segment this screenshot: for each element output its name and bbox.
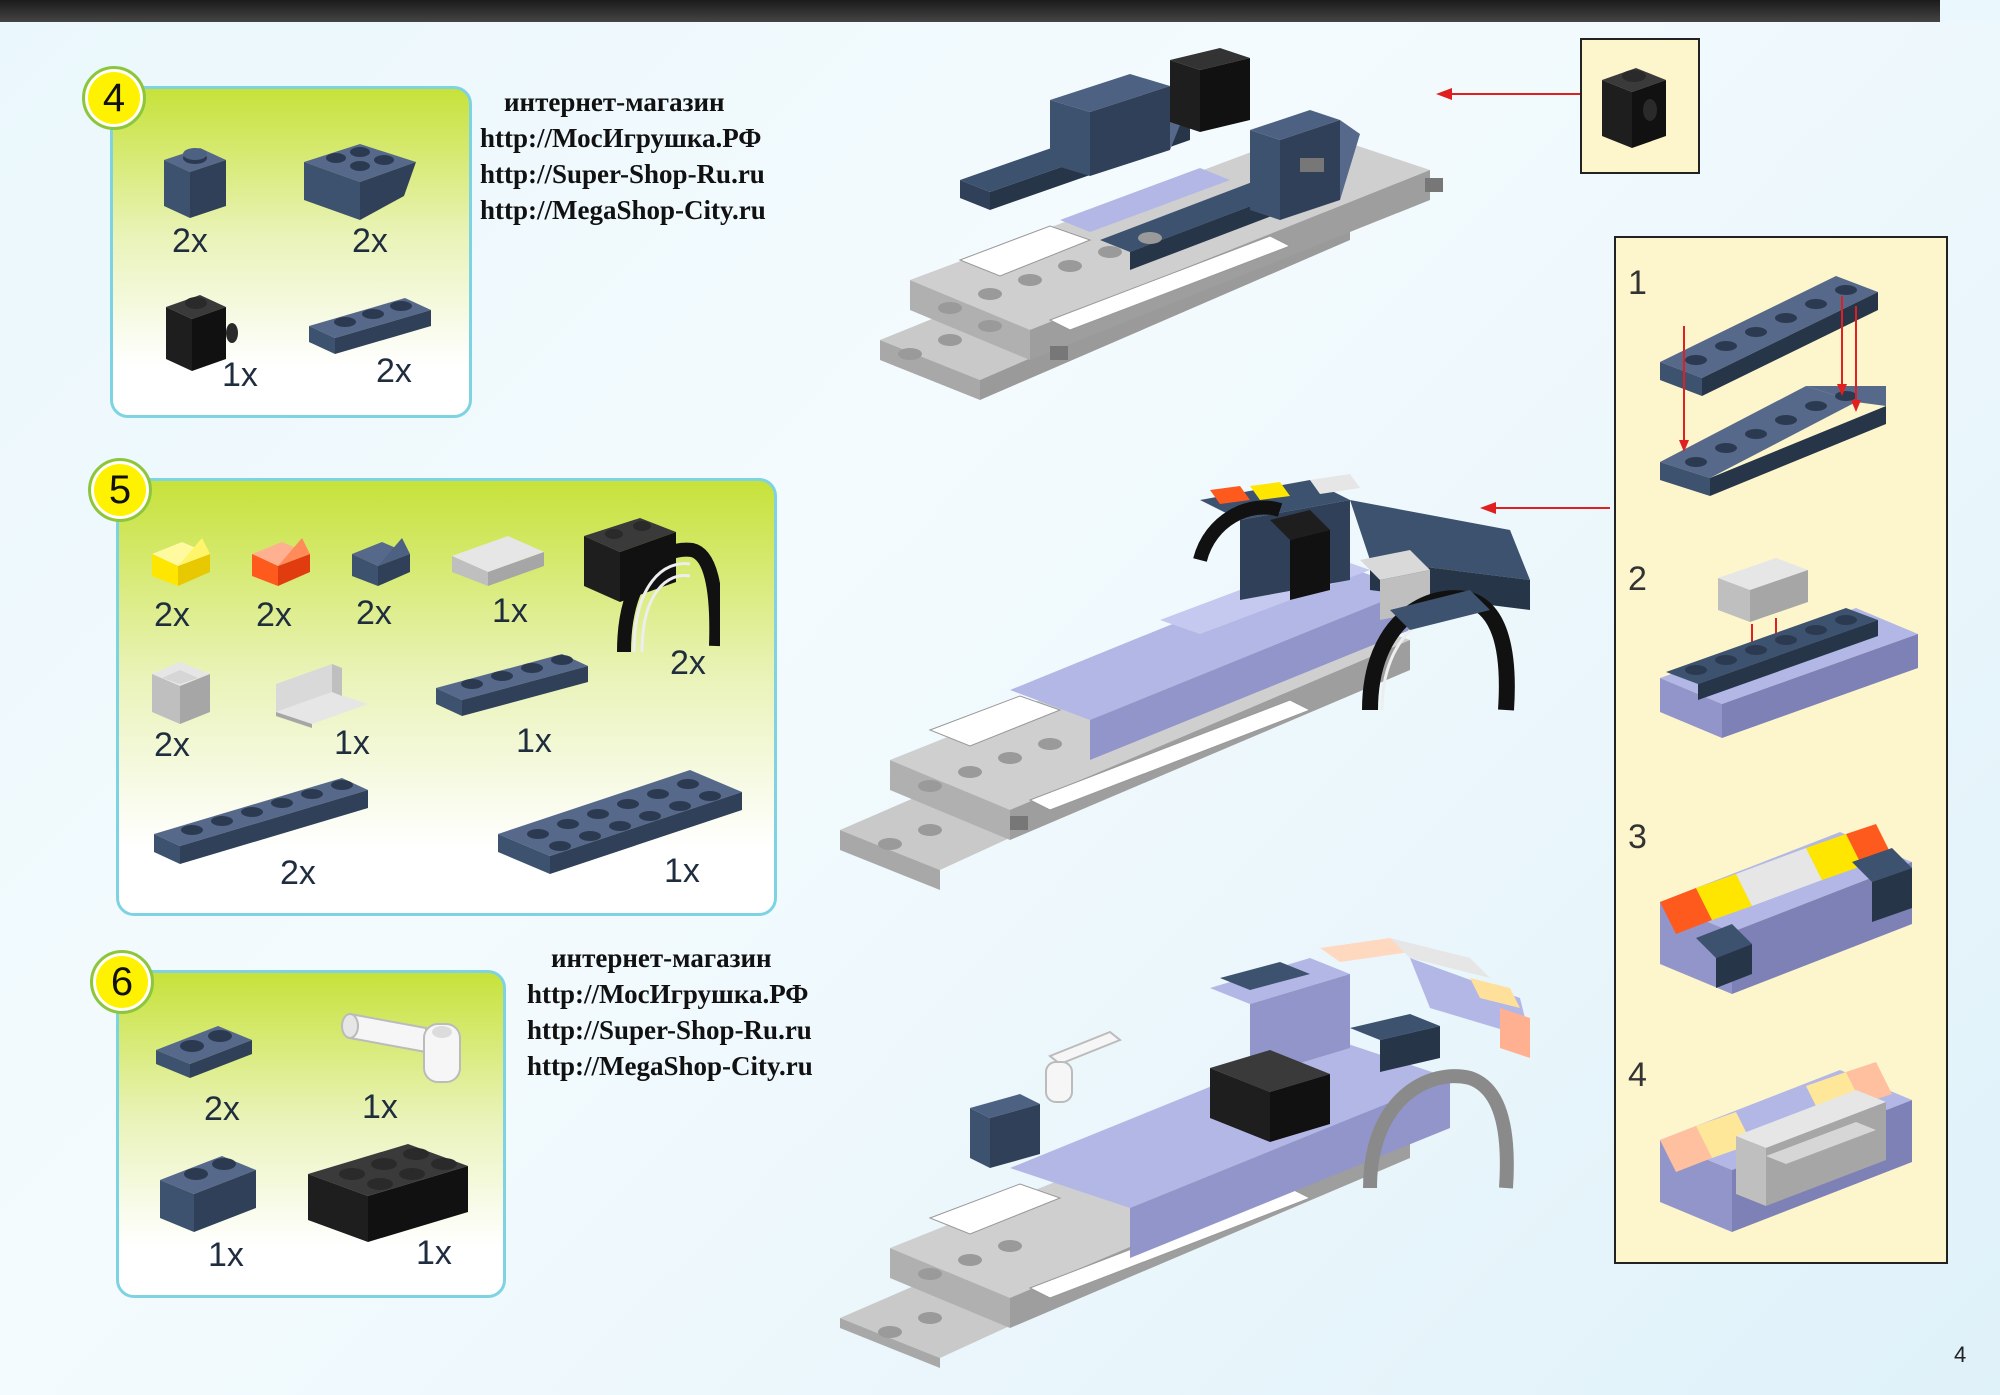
light-gray-slope-1x2-icon [452, 536, 544, 586]
white-lever-icon [341, 1012, 461, 1083]
step-5-part-9-qty: 2x [280, 854, 316, 892]
dark-blue-plate-1x3-icon [309, 298, 431, 354]
sub-step-4-number: 4 [1628, 1056, 1647, 1094]
black-brick-side-stud-icon [1602, 68, 1666, 148]
step-5-badge: 5 [88, 458, 152, 522]
dark-blue-brick-1x2-icon [160, 1156, 256, 1232]
dark-blue-plate-1x6-icon [154, 778, 368, 864]
step-4-part-1-qty: 2x [172, 222, 208, 260]
dark-blue-slope-1x1-icon [352, 538, 410, 586]
sub-step-1-number: 1 [1628, 264, 1647, 302]
black-wheel-arch-icon [584, 518, 720, 653]
step-4-part-2-qty: 2x [352, 222, 388, 260]
arrow-to-rear-assembly [1480, 502, 1610, 514]
shop-line-store: интернет-магазин [551, 943, 772, 973]
light-gray-panel-1x2-icon [276, 664, 368, 728]
step-5-part-10-qty: 1x [664, 852, 700, 890]
dark-blue-plate-1x4-icon [436, 654, 588, 716]
step-5-part-2-qty: 2x [256, 596, 292, 634]
shop-text-block-bottom: интернет-магазин http://МосИгрушка.РФ ht… [527, 940, 813, 1084]
step-4-badge: 4 [82, 66, 146, 130]
step-6-part-2-qty: 1x [362, 1088, 398, 1126]
assembly-step-4-illustration [880, 48, 1443, 400]
dark-blue-slope-2x2-icon [304, 144, 416, 220]
assembly-step-6-illustration [840, 938, 1530, 1368]
step-6-badge: 6 [90, 950, 154, 1014]
step-6-part-3-qty: 1x [208, 1236, 244, 1274]
step-6-part-1-qty: 2x [204, 1090, 240, 1128]
black-brick-2x3-icon [308, 1144, 468, 1242]
dark-blue-brick-1x1-icon [164, 148, 226, 218]
step-4-part-4-qty: 2x [376, 352, 412, 390]
step-5-part-1-qty: 2x [154, 596, 190, 634]
assembly-step-5-illustration [840, 474, 1530, 890]
shop-line-store: интернет-магазин [504, 87, 725, 117]
orange-transparent-slope-icon [252, 538, 310, 586]
shop-line-url-3: http://MegaShop-City.ru [480, 195, 766, 225]
light-gray-corner-panel-icon [152, 662, 210, 724]
step-5-part-6-qty: 2x [154, 726, 190, 764]
shop-line-url-1: http://МосИгрушка.РФ [527, 979, 809, 1009]
step-5-part-4-qty: 1x [492, 592, 528, 630]
sub-step-1-plates-illustration [1660, 276, 1886, 496]
step-5-part-3-qty: 2x [356, 594, 392, 632]
sub-step-3-number: 3 [1628, 818, 1647, 856]
black-brick-side-stud-icon [166, 295, 238, 371]
shop-text-block-top: интернет-магазин http://МосИгрушка.РФ ht… [480, 84, 766, 228]
step-5-part-8-qty: 1x [516, 722, 552, 760]
step-5-part-7-qty: 1x [334, 724, 370, 762]
scan-edge [0, 0, 2000, 22]
step-5-part-5-qty: 2x [670, 644, 706, 682]
yellow-slope-1x1-icon [152, 538, 210, 586]
shop-line-url-1: http://МосИгрушка.РФ [480, 123, 762, 153]
arrow-to-corner-brick [1436, 88, 1580, 100]
sub-step-2-number: 2 [1628, 560, 1647, 598]
page-number: 4 [1954, 1342, 1967, 1367]
shop-line-url-2: http://Super-Shop-Ru.ru [527, 1015, 812, 1045]
step-4-part-3-qty: 1x [222, 356, 258, 394]
sub-step-3-illustration [1660, 824, 1912, 994]
step-6-part-4-qty: 1x [416, 1234, 452, 1272]
shop-line-url-2: http://Super-Shop-Ru.ru [480, 159, 765, 189]
step-4-parts-panel [110, 86, 472, 418]
dark-blue-plate-1x2-icon [156, 1026, 252, 1078]
sub-step-4-illustration [1660, 1062, 1912, 1232]
sub-step-2-illustration [1660, 558, 1918, 738]
shop-line-url-3: http://MegaShop-City.ru [527, 1051, 813, 1081]
dark-blue-plate-2x6-icon [498, 770, 742, 874]
